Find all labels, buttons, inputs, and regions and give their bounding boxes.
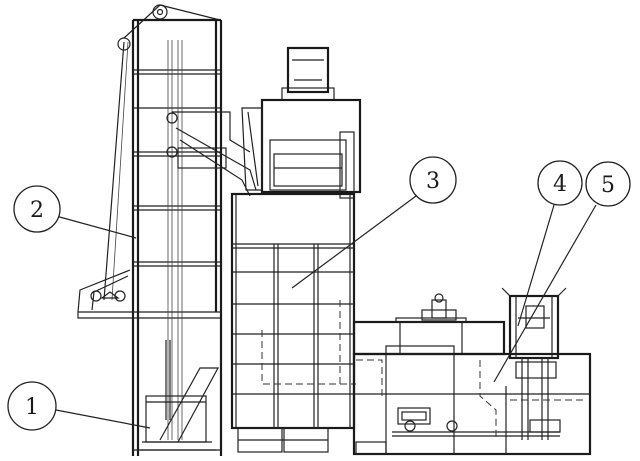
callout-label: 5	[601, 173, 615, 198]
callout-2: 2	[13, 185, 137, 239]
callout-4: 4	[517, 160, 583, 327]
callout-3: 3	[291, 156, 457, 289]
callout-label: 2	[30, 198, 44, 223]
callout-label: 4	[553, 172, 567, 197]
furnace-unit	[352, 293, 592, 456]
burner-assembly	[501, 287, 567, 440]
elevator-tower	[77, 4, 257, 456]
callout-1: 1	[7, 381, 151, 431]
callout-label: 3	[426, 169, 440, 194]
callout-label: 1	[25, 395, 39, 420]
callout-5: 5	[493, 161, 631, 383]
dryer-tower	[230, 46, 362, 453]
